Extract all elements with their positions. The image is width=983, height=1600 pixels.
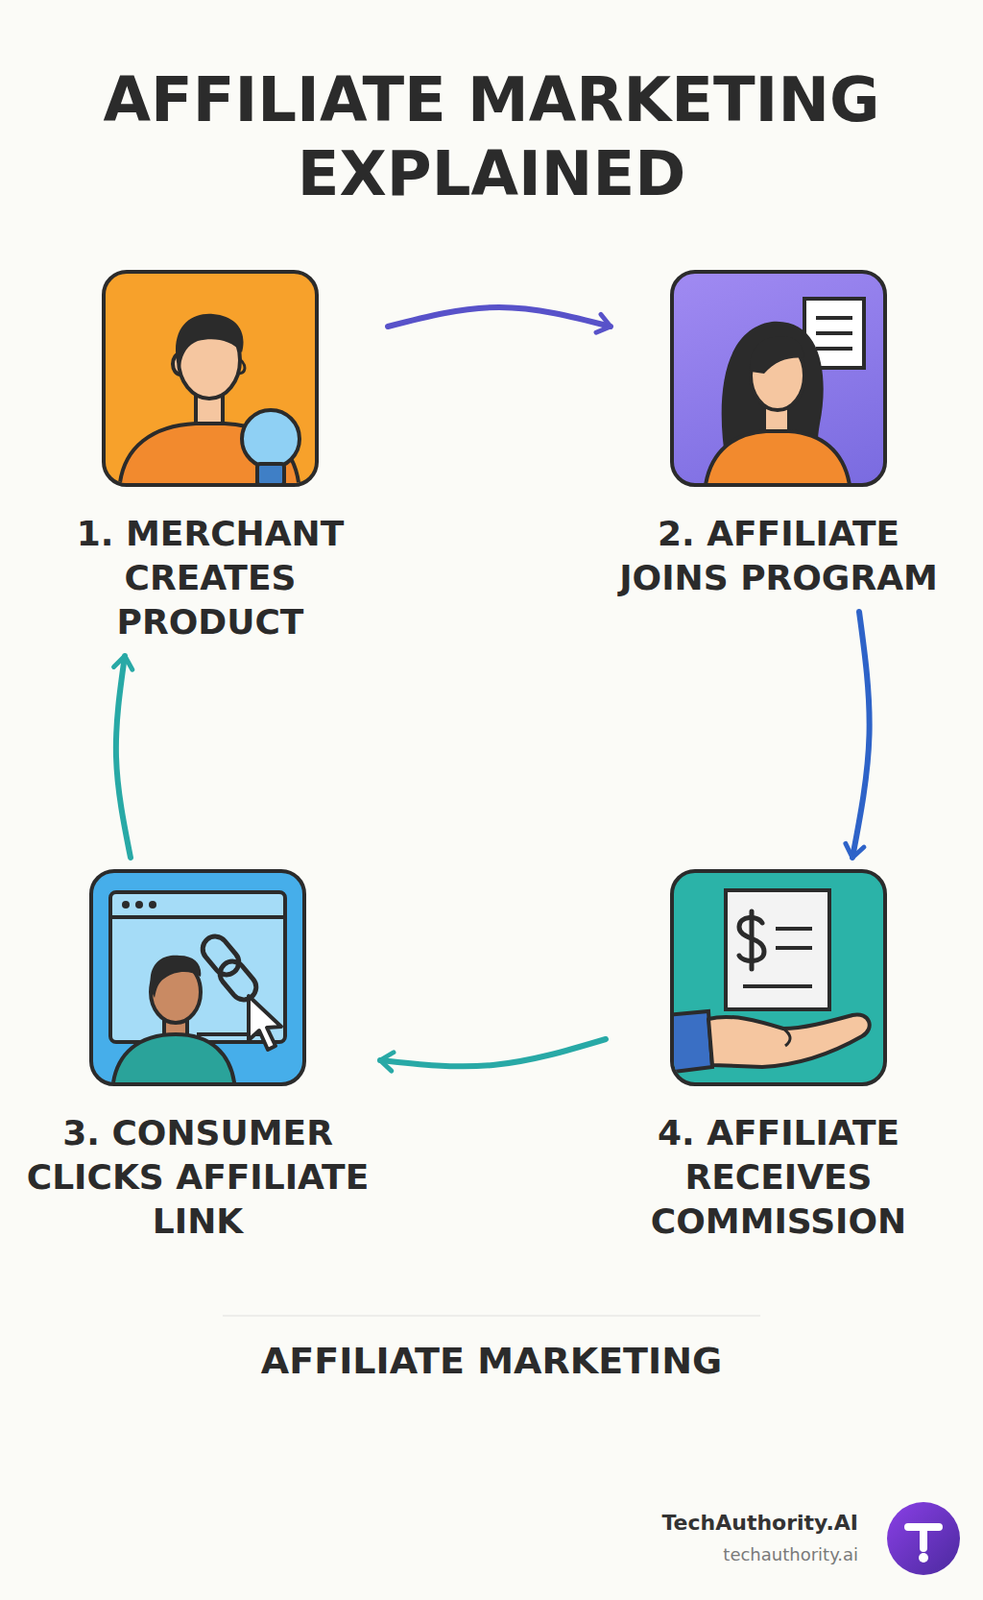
torso [704,431,851,483]
shirt [112,1033,236,1082]
step-label: 4. AFFILIATE RECEIVES COMMISSION [605,1110,952,1244]
neck [764,400,790,435]
torso [119,423,300,483]
browser-window [110,891,286,1042]
chain-link [197,931,244,980]
hair [175,313,244,366]
nose [238,358,245,374]
step-label: 1. MERCHANT CREATES PRODUCT [32,511,388,645]
caption: AFFILIATE MARKETING [0,1338,983,1383]
caption-rule-line [222,1314,761,1317]
face [150,960,201,1023]
icon-box [89,868,307,1086]
step-label-block: 3. CONSUMER CLICKS AFFILIATE LINK [15,1110,381,1244]
consumer-figure [110,891,286,1082]
lightbulb-base [257,463,285,483]
brand-url: techauthority.ai [537,1542,859,1566]
caption-rule [0,1305,983,1325]
neck [164,1003,188,1038]
step-label: 3. CONSUMER CLICKS AFFILIATE LINK [15,1110,381,1244]
sleeve [673,1010,713,1073]
step-label-block: 1. MERCHANT CREATES PRODUCT [32,511,388,645]
icon-box [670,269,888,487]
face [178,321,240,399]
browser-dot [148,900,157,909]
logo-glyph [908,1526,939,1548]
step-label: 2. AFFILIATE JOINS PROGRAM [610,511,947,600]
dollar-symbol [739,916,765,960]
hair-back [721,321,824,466]
icon-box [101,269,319,487]
step-label-block: 2. AFFILIATE JOINS PROGRAM [610,511,947,600]
diagram-title: AFFILIATE MARKETING EXPLAINED [59,63,924,212]
flow-arrow [116,655,131,858]
document [804,298,864,368]
step-node: 1. MERCHANT CREATES PRODUCT [32,258,388,656]
invoice-lines [743,928,813,986]
flow-arrow [852,611,870,858]
neck [195,386,223,430]
commission-figure [673,889,870,1073]
ear [172,353,189,375]
fringe [749,335,805,374]
face [750,340,805,410]
hand [708,1013,870,1067]
document-lines [815,317,853,349]
step-node: 2. AFFILIATE JOINS PROGRAM [610,258,947,612]
brand-name: TechAuthority.AI [537,1509,859,1536]
cursor [248,995,282,1050]
flow-arrow [380,1038,606,1066]
browser-bar [110,914,286,919]
logo-circle [887,1501,960,1575]
affiliate-figure [704,298,864,483]
step-node: 4. AFFILIATE RECEIVES COMMISSION [605,857,952,1255]
step-label-block: 4. AFFILIATE RECEIVES COMMISSION [605,1110,952,1244]
step-node: 3. CONSUMER CLICKS AFFILIATE LINK [15,857,381,1255]
chain-link [215,956,262,1005]
brand-logo [885,1499,962,1577]
input-line [196,1031,261,1036]
lightbulb [241,409,300,468]
thumb-line [783,1028,791,1046]
merchant-figure [119,313,300,483]
browser-dot [121,900,130,909]
invoice [725,889,830,1009]
dollar-stroke [749,911,755,969]
flow-arrow [387,307,611,327]
hair [149,955,201,998]
icon-box [670,868,888,1086]
logo-dot [918,1552,929,1562]
browser-dot [135,900,144,909]
